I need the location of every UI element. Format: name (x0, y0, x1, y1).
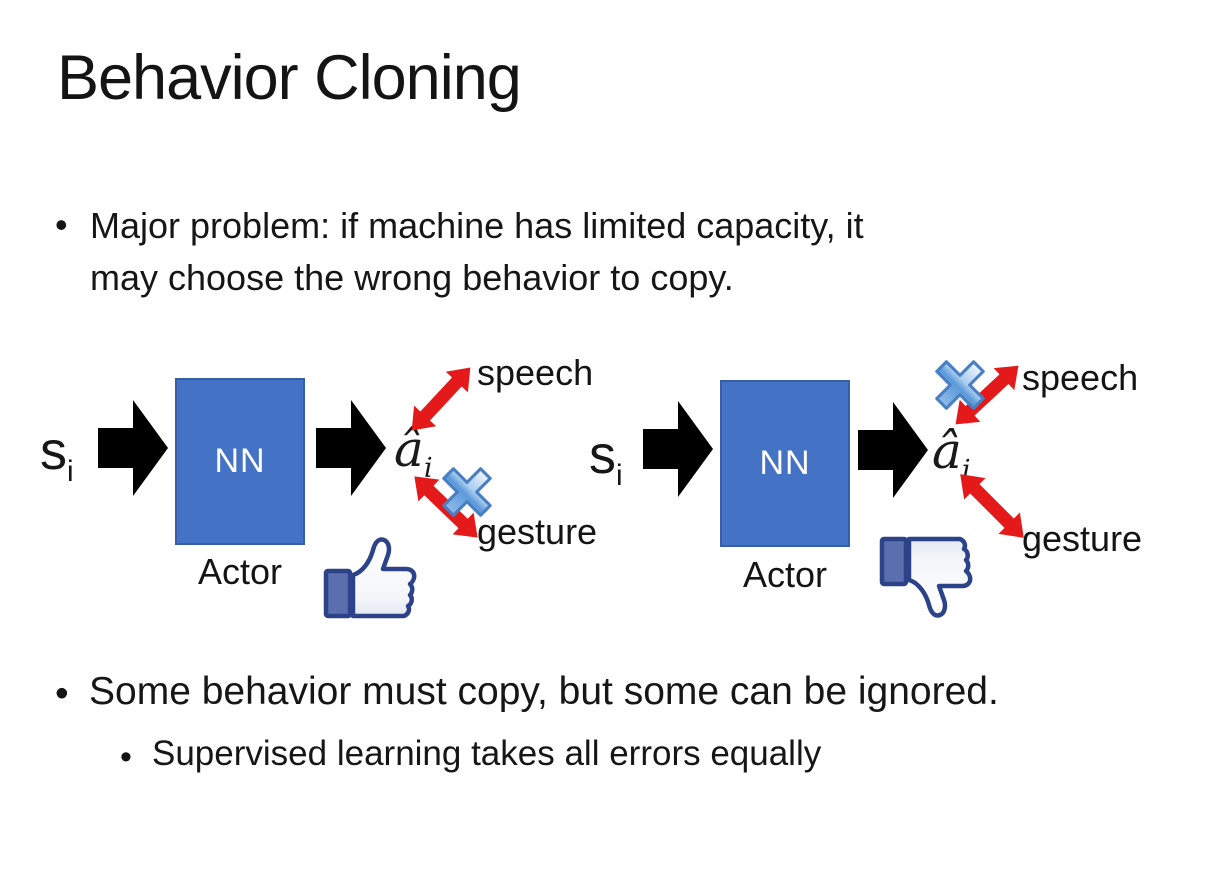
output-action-label: âi (932, 422, 971, 486)
gesture-label: gesture (1022, 518, 1143, 559)
cross-out-speech-icon (929, 354, 991, 416)
bullet-marker: • (55, 204, 68, 245)
thumbs-up-icon (322, 534, 418, 622)
gesture-label: gesture (477, 511, 598, 552)
input-arrow-icon (643, 401, 713, 497)
cross-out-gesture-icon (436, 461, 498, 523)
bullet-major-problem-line2: may choose the wrong behavior to copy. (90, 257, 734, 298)
input-arrow-icon (98, 400, 168, 496)
nn-box-label: NN (759, 444, 811, 482)
speech-double-arrow-icon (400, 357, 482, 441)
bullet-major-problem: Major problem: if machine has limited ca… (90, 200, 1010, 304)
input-state-label: si (589, 425, 623, 492)
sub-bullet-marker: • (120, 738, 132, 776)
nn-box-label: NN (214, 442, 266, 480)
output-action-label: âi (394, 420, 433, 484)
nn-box: NN (720, 380, 850, 547)
input-state-label: si (40, 421, 74, 488)
actor-caption: Actor (197, 551, 283, 592)
bullet-major-problem-line1: Major problem: if machine has limited ca… (90, 205, 864, 246)
actor-caption: Actor (742, 554, 828, 595)
speech-label: speech (1022, 357, 1139, 398)
sub-bullet-supervised: Supervised learning takes all errors equ… (152, 734, 822, 773)
thumbs-down-icon (878, 533, 974, 621)
speech-label: speech (477, 352, 594, 393)
nn-box: NN (175, 378, 305, 545)
output-arrow-icon (316, 400, 386, 496)
output-arrow-icon (858, 402, 928, 498)
slide-title: Behavior Cloning (57, 43, 522, 113)
bullet-some-behavior: Some behavior must copy, but some can be… (89, 670, 999, 713)
bullet-marker: • (55, 672, 69, 715)
